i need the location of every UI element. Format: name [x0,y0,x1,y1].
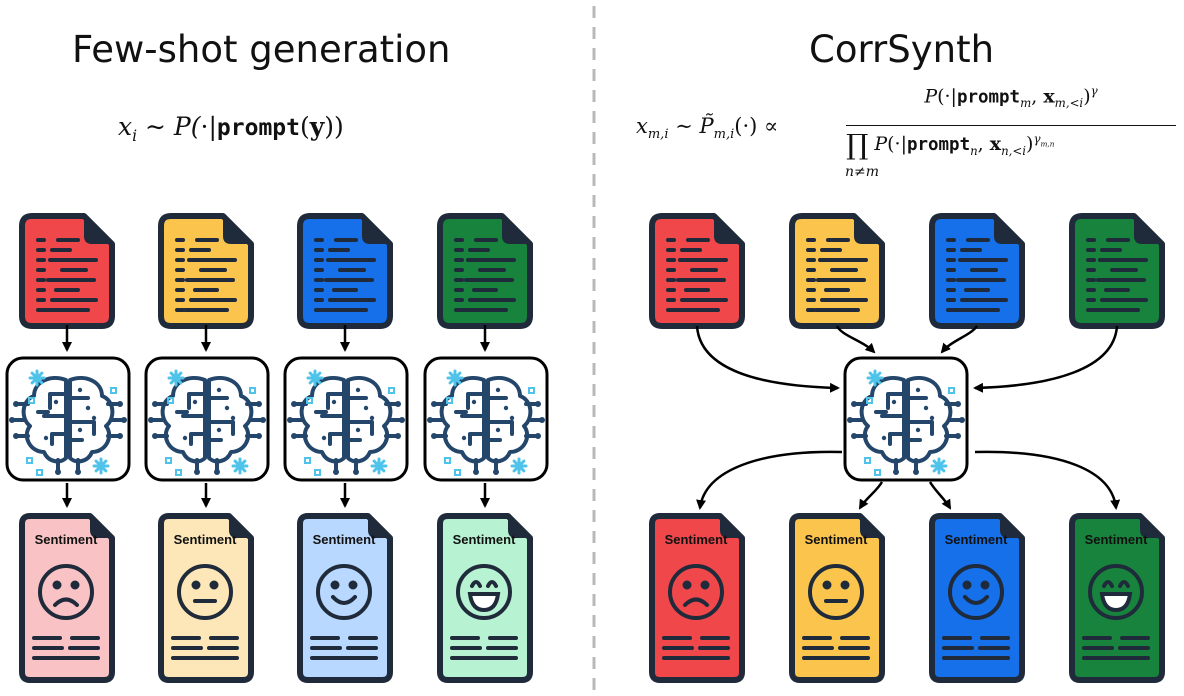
flow-arrow [695,325,840,393]
sad-face-icon [38,564,94,620]
sentiment-document-icon: Sentiment [158,513,254,683]
text-lines [802,636,870,660]
text-lines [450,636,518,660]
document-icon [1069,213,1165,329]
sentiment-label: Sentiment [313,532,377,547]
flow-arrow [858,481,884,510]
sparkle-icon [28,369,110,475]
text-lines [310,636,378,660]
sparkle-icon [446,369,528,475]
sentiment-document-icon: Sentiment [437,513,533,683]
document-icon [929,213,1025,329]
sentiment-document-icon: Sentiment [789,513,885,683]
sentiment-label: Sentiment [1085,532,1149,547]
sentiment-document-icon: Sentiment [1069,513,1165,683]
document-icon [297,213,393,329]
happy-face-icon [316,564,372,620]
flow-arrow [835,325,876,354]
right-panel-title: CorrSynth [809,28,995,71]
brain-circuit-icon [144,356,270,482]
right-formula-denominator: ∏ P(·|promptn, xn,<i)γm,n [846,128,1055,161]
text-lines [662,636,730,660]
sentiment-document-icon: Sentiment [649,513,745,683]
sparkle-icon [866,369,948,475]
brain-circuit-icon [5,356,131,482]
brain-circuit-icon [843,356,969,482]
flow-arrow [973,325,1119,393]
left-formula: xi ∼ P(·|prompt(y)) [118,112,344,145]
sparkle-icon [167,369,249,475]
document-icon [437,213,533,329]
sentiment-label: Sentiment [35,532,99,547]
excited-face-icon [456,564,512,620]
sentiment-document-icon: Sentiment [297,513,393,683]
sentiment-label: Sentiment [805,532,869,547]
document-icon [158,213,254,329]
document-icon [649,213,745,329]
sentiment-label: Sentiment [453,532,517,547]
brain-circuit-icon [283,356,409,482]
text-lines [32,636,100,660]
neutral-face-icon [808,564,864,620]
right-formula-product-index: n≠m [845,164,880,180]
sentiment-label: Sentiment [945,532,1009,547]
sad-face-icon [668,564,724,620]
neutral-face-icon [177,564,233,620]
text-lines [171,636,239,660]
left-panel-graphics: Sentiment Sentiment Sentiment Sentiment [5,213,549,683]
document-icon [19,213,115,329]
excited-face-icon [1088,564,1144,620]
sentiment-label: Sentiment [665,532,729,547]
flow-arrow [940,325,979,354]
document-icon [789,213,885,329]
right-panel-graphics: Sentiment Sentiment Sentiment Sentiment [649,213,1165,683]
right-formula: xm,i ∼ P̃m,i(·) ∝ [636,114,779,143]
sentiment-document-icon: Sentiment [19,513,115,683]
flow-arrow [696,450,843,510]
sentiment-label: Sentiment [174,532,238,547]
right-formula-numerator: P(·|promptm, xm,<i)γ [924,84,1098,111]
flow-arrow [928,481,952,510]
happy-face-icon [948,564,1004,620]
sparkle-icon [306,369,388,475]
text-lines [1082,636,1150,660]
sentiment-document-icon: Sentiment [929,513,1025,683]
right-formula-fraction-bar [846,125,1176,126]
brain-circuit-icon [423,356,549,482]
text-lines [942,636,1010,660]
flow-arrow [974,450,1121,510]
left-panel-title: Few-shot generation [72,28,451,71]
